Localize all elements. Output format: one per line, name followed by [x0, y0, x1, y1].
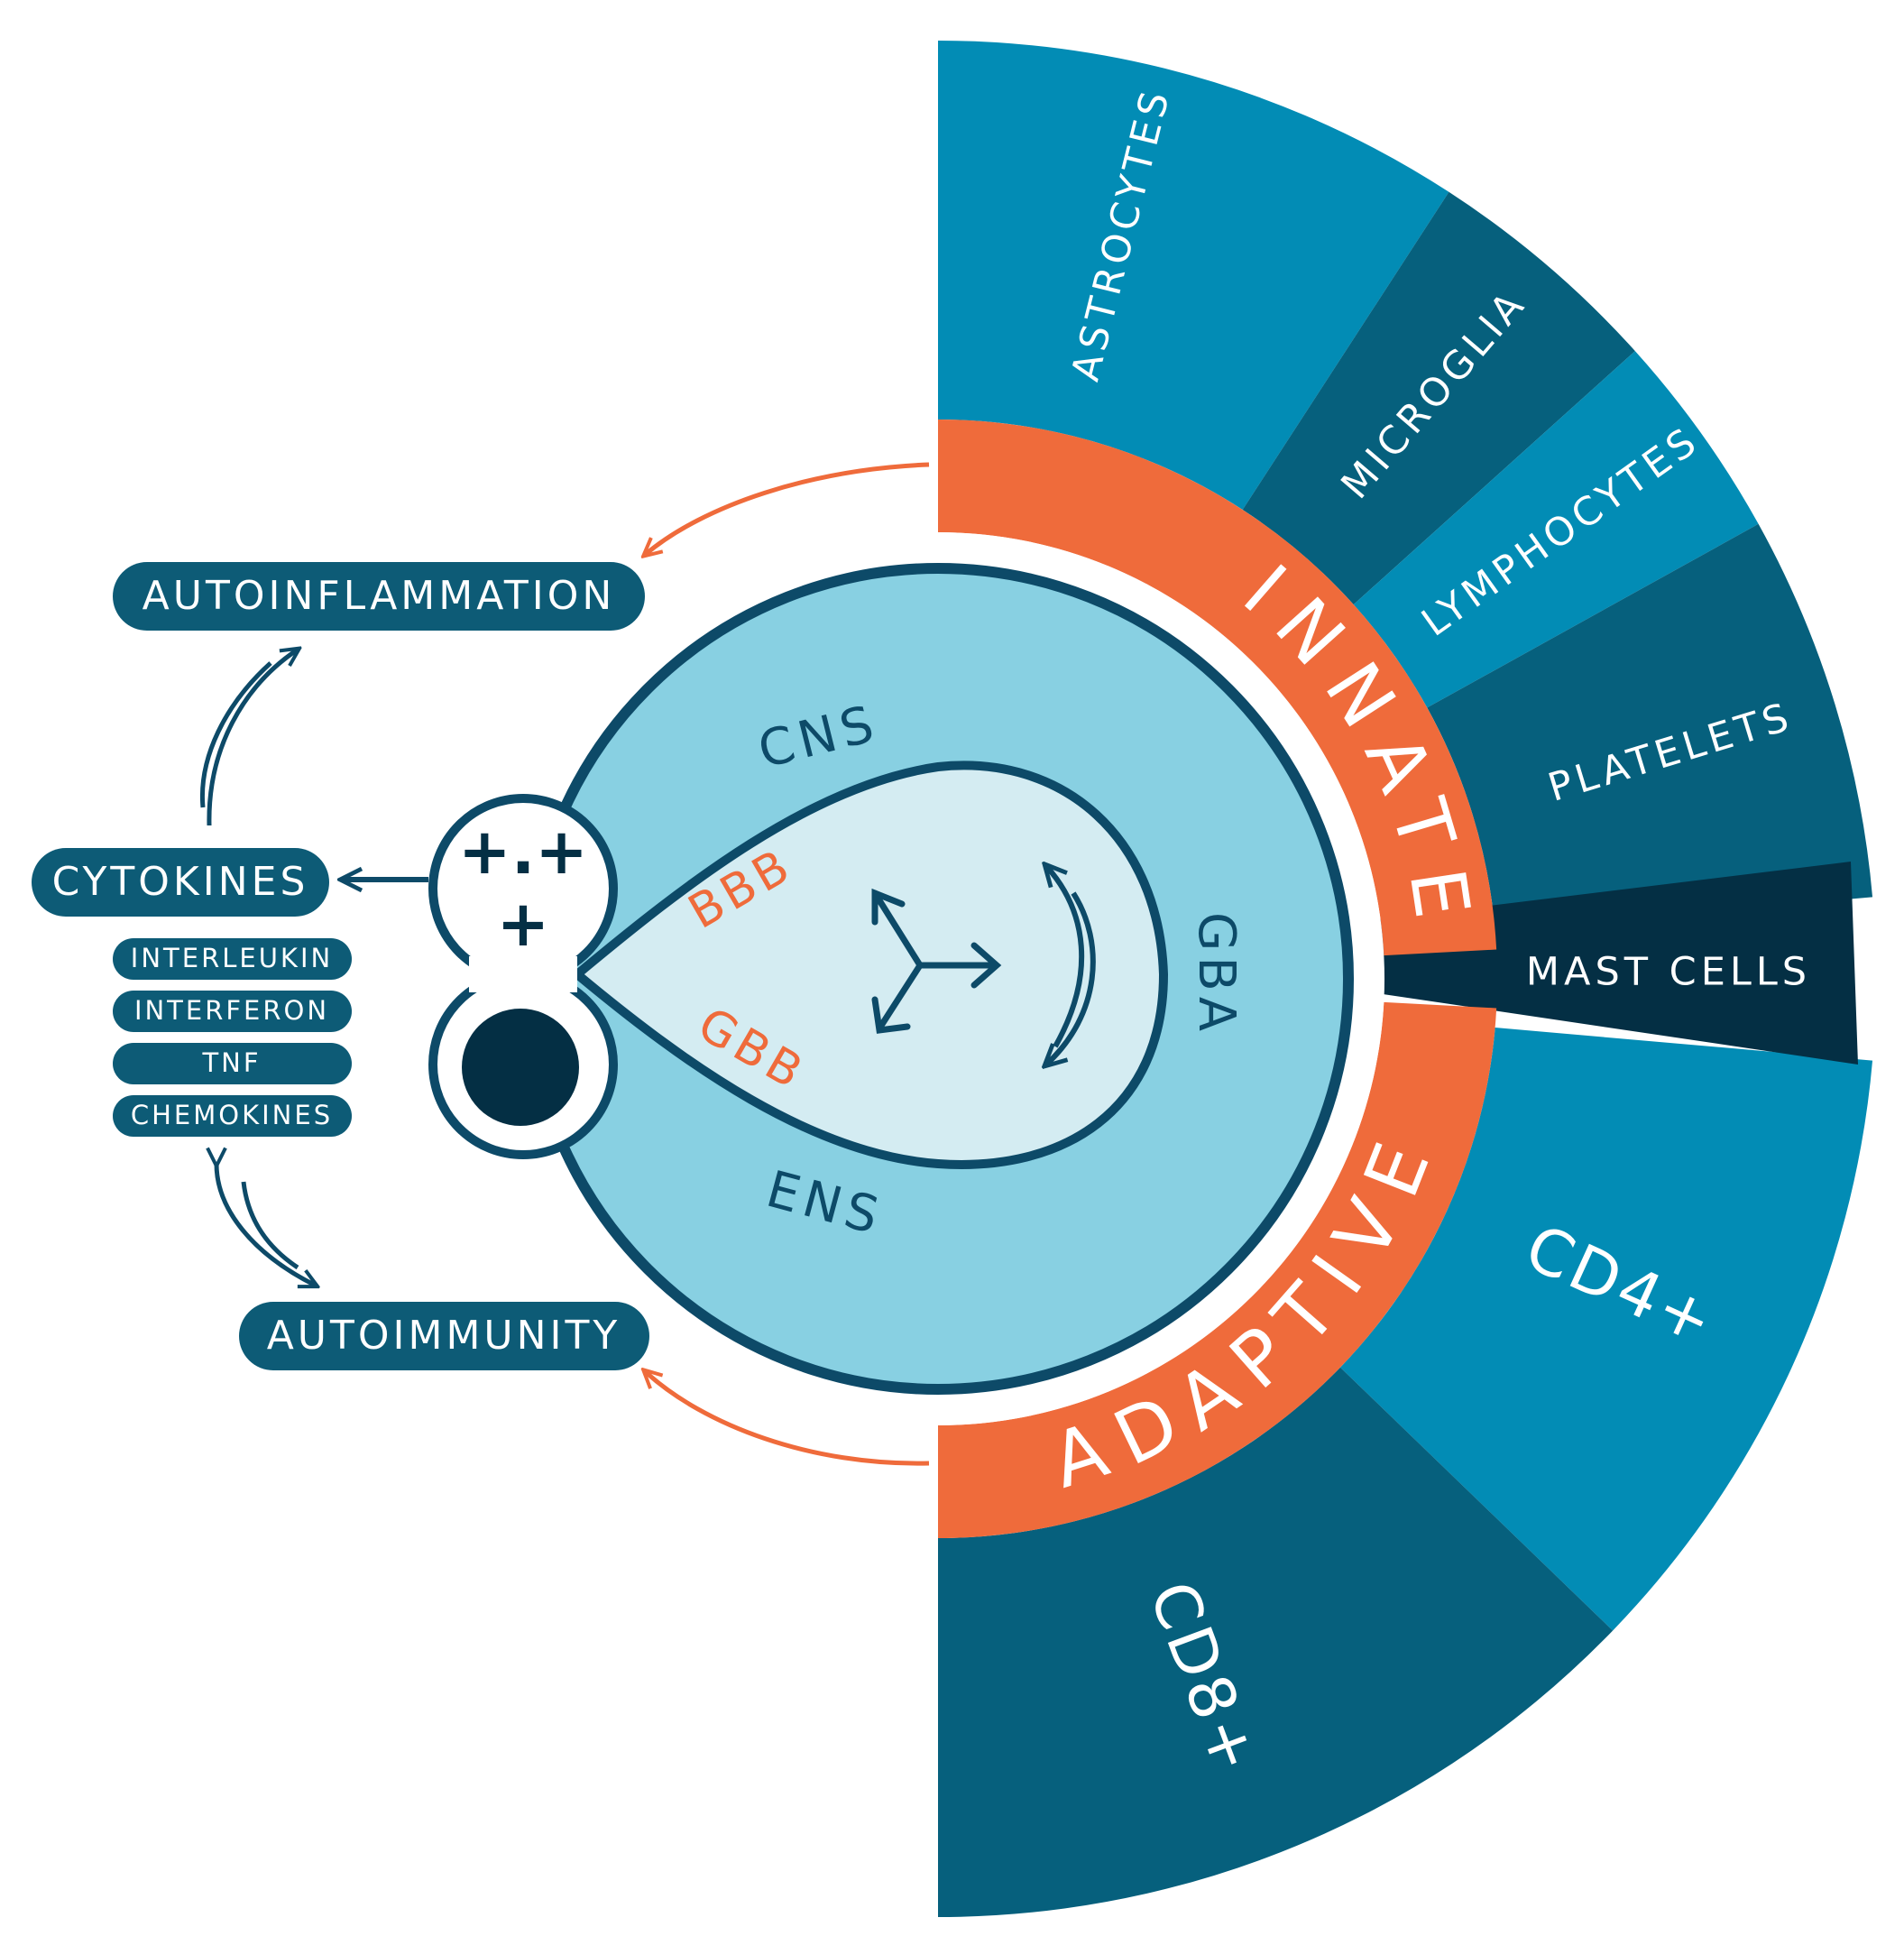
innate-band: [938, 419, 1497, 956]
bidirectional-arrow-icon: [1046, 866, 1096, 1065]
cytokine-type-pill: CHEMOKINES: [113, 1095, 352, 1137]
cytokine-types-list: INTERLEUKIN INTERFERON TNF CHEMOKINES: [113, 938, 352, 1137]
adaptive-band: [938, 1001, 1497, 1538]
cytokine-type-pill: TNF: [113, 1043, 352, 1084]
immune-cell-icon: +.+ +: [428, 794, 618, 1159]
mast-cells-label: MAST CELLS: [1526, 950, 1811, 995]
innate-wedge-1: [1242, 191, 1635, 605]
autoinflammation-pill: AUTOINFLAMMATION: [113, 562, 645, 631]
cytokine-type-label: INTERFERON: [134, 995, 329, 1026]
autoimmunity-pill: AUTOIMMUNITY: [239, 1302, 649, 1370]
innate-wedge-0: [938, 41, 1449, 511]
innate-to-autoinflammation-arrow: [645, 462, 930, 555]
cytokines-pill: CYTOKINES: [32, 848, 329, 917]
innate-wedge-3: [1427, 523, 1873, 930]
gba-teardrop: [570, 761, 1169, 1169]
cell-wedges: ASTROCYTESMICROGLIALYMPHOCYTESPLATELETSC…: [938, 41, 1873, 1917]
three-way-arrow-icon: [871, 888, 1002, 1034]
adaptive-to-autoimmunity-arrow: [645, 1371, 930, 1466]
cytokines-autoimmunity-arrows: [216, 1162, 316, 1286]
autoinflammation-label: AUTOINFLAMMATION: [143, 573, 616, 619]
autoinflammation-cytokines-arrows: [199, 650, 298, 826]
cell-plus: +: [497, 887, 550, 961]
cell-symbols: +.+: [458, 815, 588, 889]
adaptive-wedge-1: [938, 1367, 1614, 1917]
adaptive-wedge-0: [1339, 1028, 1873, 1631]
cytokine-type-label: TNF: [201, 1047, 261, 1078]
cytokine-type-label: CHEMOKINES: [131, 1100, 333, 1130]
autoimmunity-label: AUTOIMMUNITY: [267, 1313, 621, 1359]
cytokines-label: CYTOKINES: [52, 859, 309, 905]
innate-wedge-2: [1353, 351, 1759, 708]
gba-label: GBA: [1187, 912, 1246, 1037]
cell-nucleus-icon: [462, 1009, 579, 1126]
cytokine-type-pill: INTERLEUKIN: [113, 938, 352, 980]
cytokine-type-pill: INTERFERON: [113, 991, 352, 1032]
cytokine-type-label: INTERLEUKIN: [131, 943, 333, 973]
immune-bands: [938, 419, 1497, 1538]
